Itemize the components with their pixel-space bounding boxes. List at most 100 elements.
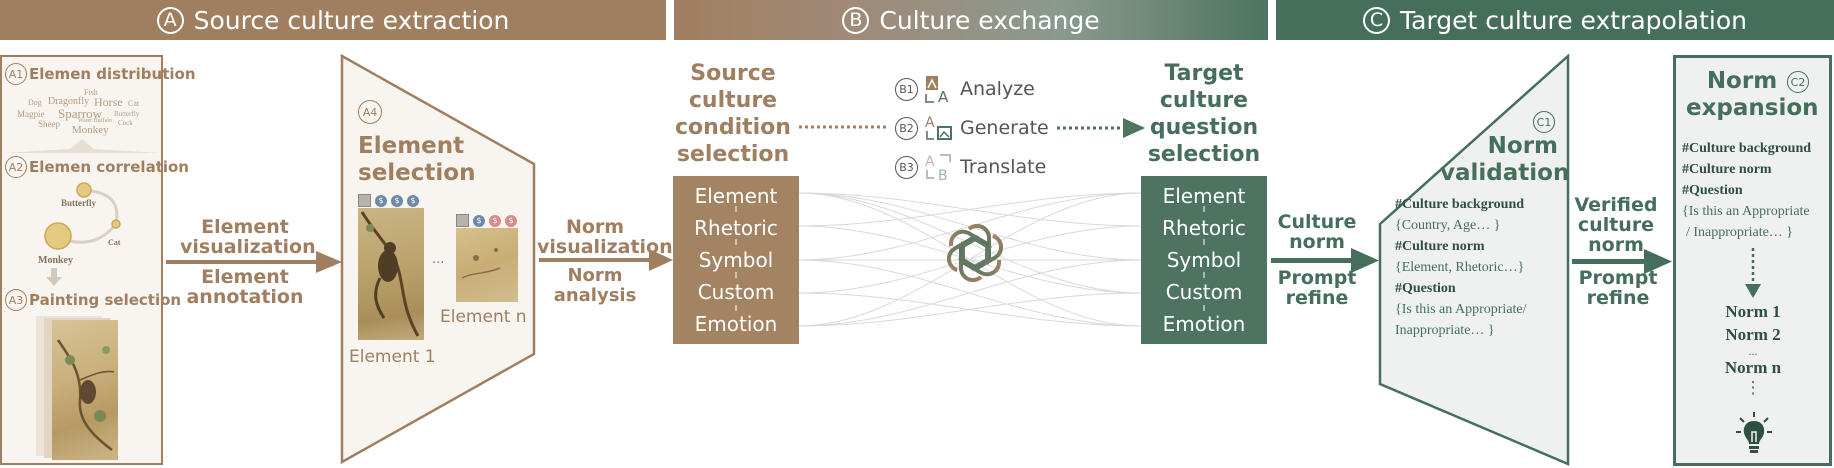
translate-label: Translate <box>960 156 1047 178</box>
dotted-line-left <box>799 125 887 129</box>
source-item-custom[interactable]: Custom <box>697 280 775 304</box>
dotted-arrow-right <box>1057 118 1145 138</box>
element-1-label: Element 1 <box>349 347 436 367</box>
source-item-emotion[interactable]: Emotion <box>694 312 778 336</box>
a1-a2-divider <box>4 139 160 153</box>
c1-line-culture-background: #Culture background <box>1395 197 1525 212</box>
element-1-tag-1: $ <box>375 194 387 207</box>
element-n-painting <box>456 228 518 302</box>
c1-line-question: #Question <box>1395 281 1456 296</box>
a1-badge: A1 <box>5 63 27 85</box>
svg-text:A: A <box>925 115 935 131</box>
c2-dotted-down-arrow <box>1745 248 1761 298</box>
element-n-tag-2: $ <box>489 214 501 227</box>
element-n-tag-1: $ <box>473 214 485 227</box>
action-analyze[interactable]: B1 A Analyze <box>895 74 1035 104</box>
c1-line-appropriate: {Is this an Appropriate/ <box>1395 302 1527 317</box>
header-b-letter: B <box>842 6 870 34</box>
header-c-letter: C <box>1363 6 1390 34</box>
a3-title: Painting selection <box>29 291 182 309</box>
word-sheep: Sheep <box>38 119 60 129</box>
painting-front-art <box>56 339 115 451</box>
element-1-painting <box>358 208 424 340</box>
correlation-graph <box>44 182 121 250</box>
element-1-tags: $ $ $ <box>358 194 419 207</box>
svg-text:B: B <box>938 168 948 182</box>
svg-text:A: A <box>925 154 935 170</box>
word-cloud: Fish Dog Dragonfly Horse Cat Magpie Spar… <box>14 88 160 136</box>
painting-stack <box>36 316 136 461</box>
lightbulb-icon <box>1736 412 1772 453</box>
label-norm-visualization: Norm visualization <box>537 216 673 258</box>
target-item-rhetoric[interactable]: Rhetoric <box>1162 216 1246 240</box>
target-item-symbol[interactable]: Symbol <box>1166 248 1242 272</box>
label-element-visualization: Element visualization <box>180 216 316 258</box>
source-item-rhetoric[interactable]: Rhetoric <box>694 216 778 240</box>
header-source-culture-extraction: A Source culture extraction <box>0 0 666 40</box>
word-dog: Dog <box>28 98 42 107</box>
source-selection-box: Element Rhetoric Symbol Custom Emotion <box>673 176 799 344</box>
node-butterfly: Butterfly <box>61 198 96 208</box>
header-target-culture-extrapolation: C Target culture extrapolation <box>1276 0 1834 40</box>
analyze-icon: A <box>925 76 949 104</box>
word-sparrow: Sparrow <box>58 106 103 121</box>
a1-title: Elemen distribution <box>29 65 196 83</box>
a1-heading: A1 Elemen distribution <box>5 63 196 85</box>
norm-ellipsis: ... <box>1748 344 1758 358</box>
b1-badge: B1 <box>895 77 918 101</box>
element-n-tag-3: $ <box>505 214 517 227</box>
action-generate[interactable]: B2 A Generate <box>895 113 1049 143</box>
c1-text-block: #Culture background {Country, Age… } #Cu… <box>1395 194 1565 341</box>
c1-line-culture-norm: #Culture norm <box>1395 239 1485 254</box>
target-selection-box: Element Rhetoric Symbol Custom Emotion <box>1141 176 1267 344</box>
c2-line-inappropriate: / Inappropriate… } <box>1686 225 1794 240</box>
panel-c1-trapezoid <box>1378 54 1570 466</box>
node-cat: Cat <box>108 238 121 247</box>
arrow-a-to-a4 <box>166 251 342 273</box>
a2-heading: A2 Elemen correlation <box>5 156 189 178</box>
generate-label: Generate <box>960 117 1049 139</box>
label-norm-analysis: Norm analysis <box>553 265 637 306</box>
element-n-tags: $ $ $ <box>456 214 517 227</box>
element-1-tag-3: $ <box>407 194 419 207</box>
word-magpie: Magpie <box>17 109 45 119</box>
word-dragonfly: Dragonfly <box>48 96 90 107</box>
source-item-symbol[interactable]: Symbol <box>698 248 774 272</box>
a2-title: Elemen correlation <box>29 158 189 176</box>
exchange-connection-lines <box>799 192 1141 327</box>
label-prompt-refine-2: Prompt refine <box>1578 267 1658 309</box>
word-cock: Cock <box>118 119 133 127</box>
c2-text-block: #Culture background #Culture norm #Quest… <box>1682 138 1830 243</box>
norm-n: Norm n <box>1724 358 1782 377</box>
generate-icon: A <box>925 115 952 140</box>
source-item-dividers <box>735 206 737 311</box>
target-item-custom[interactable]: Custom <box>1165 280 1243 304</box>
arrow-c1-to-c2 <box>1572 249 1672 274</box>
header-c-text: Target culture extrapolation <box>1400 5 1747 35</box>
header-b-text: Culture exchange <box>879 5 1100 35</box>
c2-line-culture-norm: #Culture norm <box>1682 162 1772 177</box>
label-verified-culture-norm: Verified culture norm <box>1574 194 1658 256</box>
a3-heading: A3 Painting selection <box>5 289 181 311</box>
arrow-b-to-c1 <box>1271 248 1379 273</box>
c1-line-element-rhetoric: {Element, Rhetoric…} <box>1395 260 1525 275</box>
element-ellipsis: ... <box>432 252 445 267</box>
arrow-a4-to-b <box>539 249 673 271</box>
target-item-element[interactable]: Element <box>1162 184 1246 208</box>
header-a-text: Source culture extraction <box>193 5 510 35</box>
target-item-emotion[interactable]: Emotion <box>1162 312 1246 336</box>
c2-line-appropriate: {Is this an Appropriate <box>1682 204 1810 219</box>
source-selection-title: Source culture condition selection <box>675 61 791 167</box>
action-translate[interactable]: B3 A B Translate <box>895 152 1046 182</box>
source-item-element[interactable]: Element <box>694 184 778 208</box>
word-fish: Fish <box>84 88 98 97</box>
element-1-painting-art <box>360 211 420 337</box>
label-culture-norm: Culture norm <box>1277 211 1357 253</box>
c1-title: Norm validation <box>1440 133 1570 186</box>
down-arrow-icon <box>46 268 62 286</box>
c2-title: Norm expansion <box>1686 68 1819 121</box>
a4-badge: A4 <box>358 100 382 124</box>
element-1-checkbox[interactable] <box>358 194 371 207</box>
panel-a4-trapezoid <box>340 54 536 465</box>
element-n-checkbox[interactable] <box>456 214 469 227</box>
